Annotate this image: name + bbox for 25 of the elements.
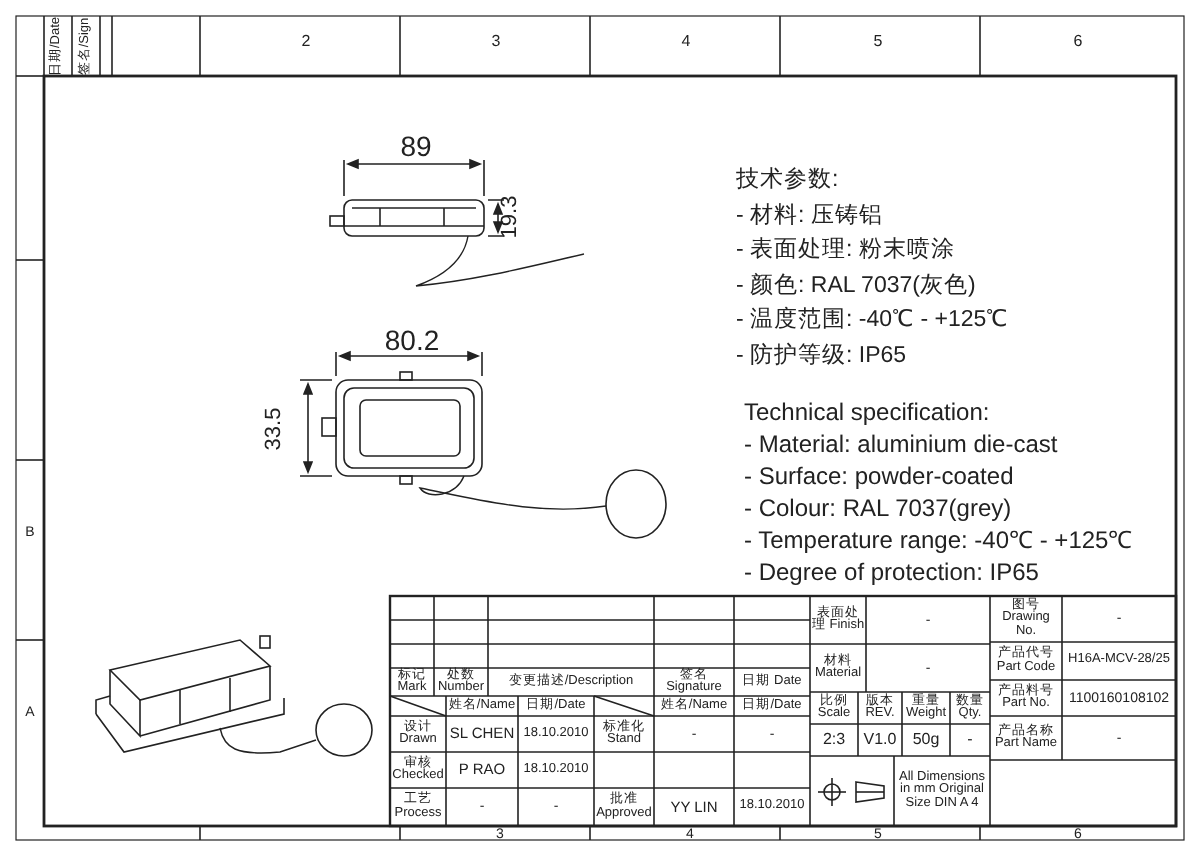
title-block-text: -	[967, 732, 973, 748]
spec-line: - 表面处理: 粉末喷涂	[736, 240, 955, 264]
spec-heading: 技术参数:	[736, 170, 839, 194]
spec-line: - Material: aluminium die-cast	[744, 432, 1058, 456]
grid-reference: 3	[491, 34, 501, 50]
grid-reference: 6	[1073, 34, 1083, 50]
spec-line: - 温度范围: -40℃ - +125℃	[736, 310, 1009, 334]
spec-line: - 材料: 压铸铝	[736, 205, 883, 229]
title-block-text: 2:3	[822, 732, 846, 748]
spec-line: - 防护等级: IP65	[736, 345, 907, 369]
dimension-value: 80.2	[384, 326, 440, 354]
spec-line: - Temperature range: -40℃ - +125℃	[744, 528, 1133, 552]
dimension-value: 19.3	[501, 194, 523, 238]
grid-reference: 4	[681, 34, 691, 50]
grid-reference: 5	[873, 34, 883, 50]
dimension-value: 33.5	[265, 406, 287, 450]
spec-line: - Colour: RAL 7037(grey)	[744, 496, 1012, 520]
spec-line: - Surface: powder-coated	[744, 464, 1014, 488]
dimension-value: 89	[400, 132, 432, 160]
spec-line: - 颜色: RAL 7037(灰色)	[736, 275, 976, 299]
grid-reference: 2	[301, 34, 311, 50]
title-block-text: 50g	[912, 732, 940, 748]
spec-line: - Degree of protection: IP65	[744, 560, 1039, 584]
title-block-text: V1.0	[863, 732, 897, 748]
spec-heading: Technical specification:	[744, 400, 990, 424]
